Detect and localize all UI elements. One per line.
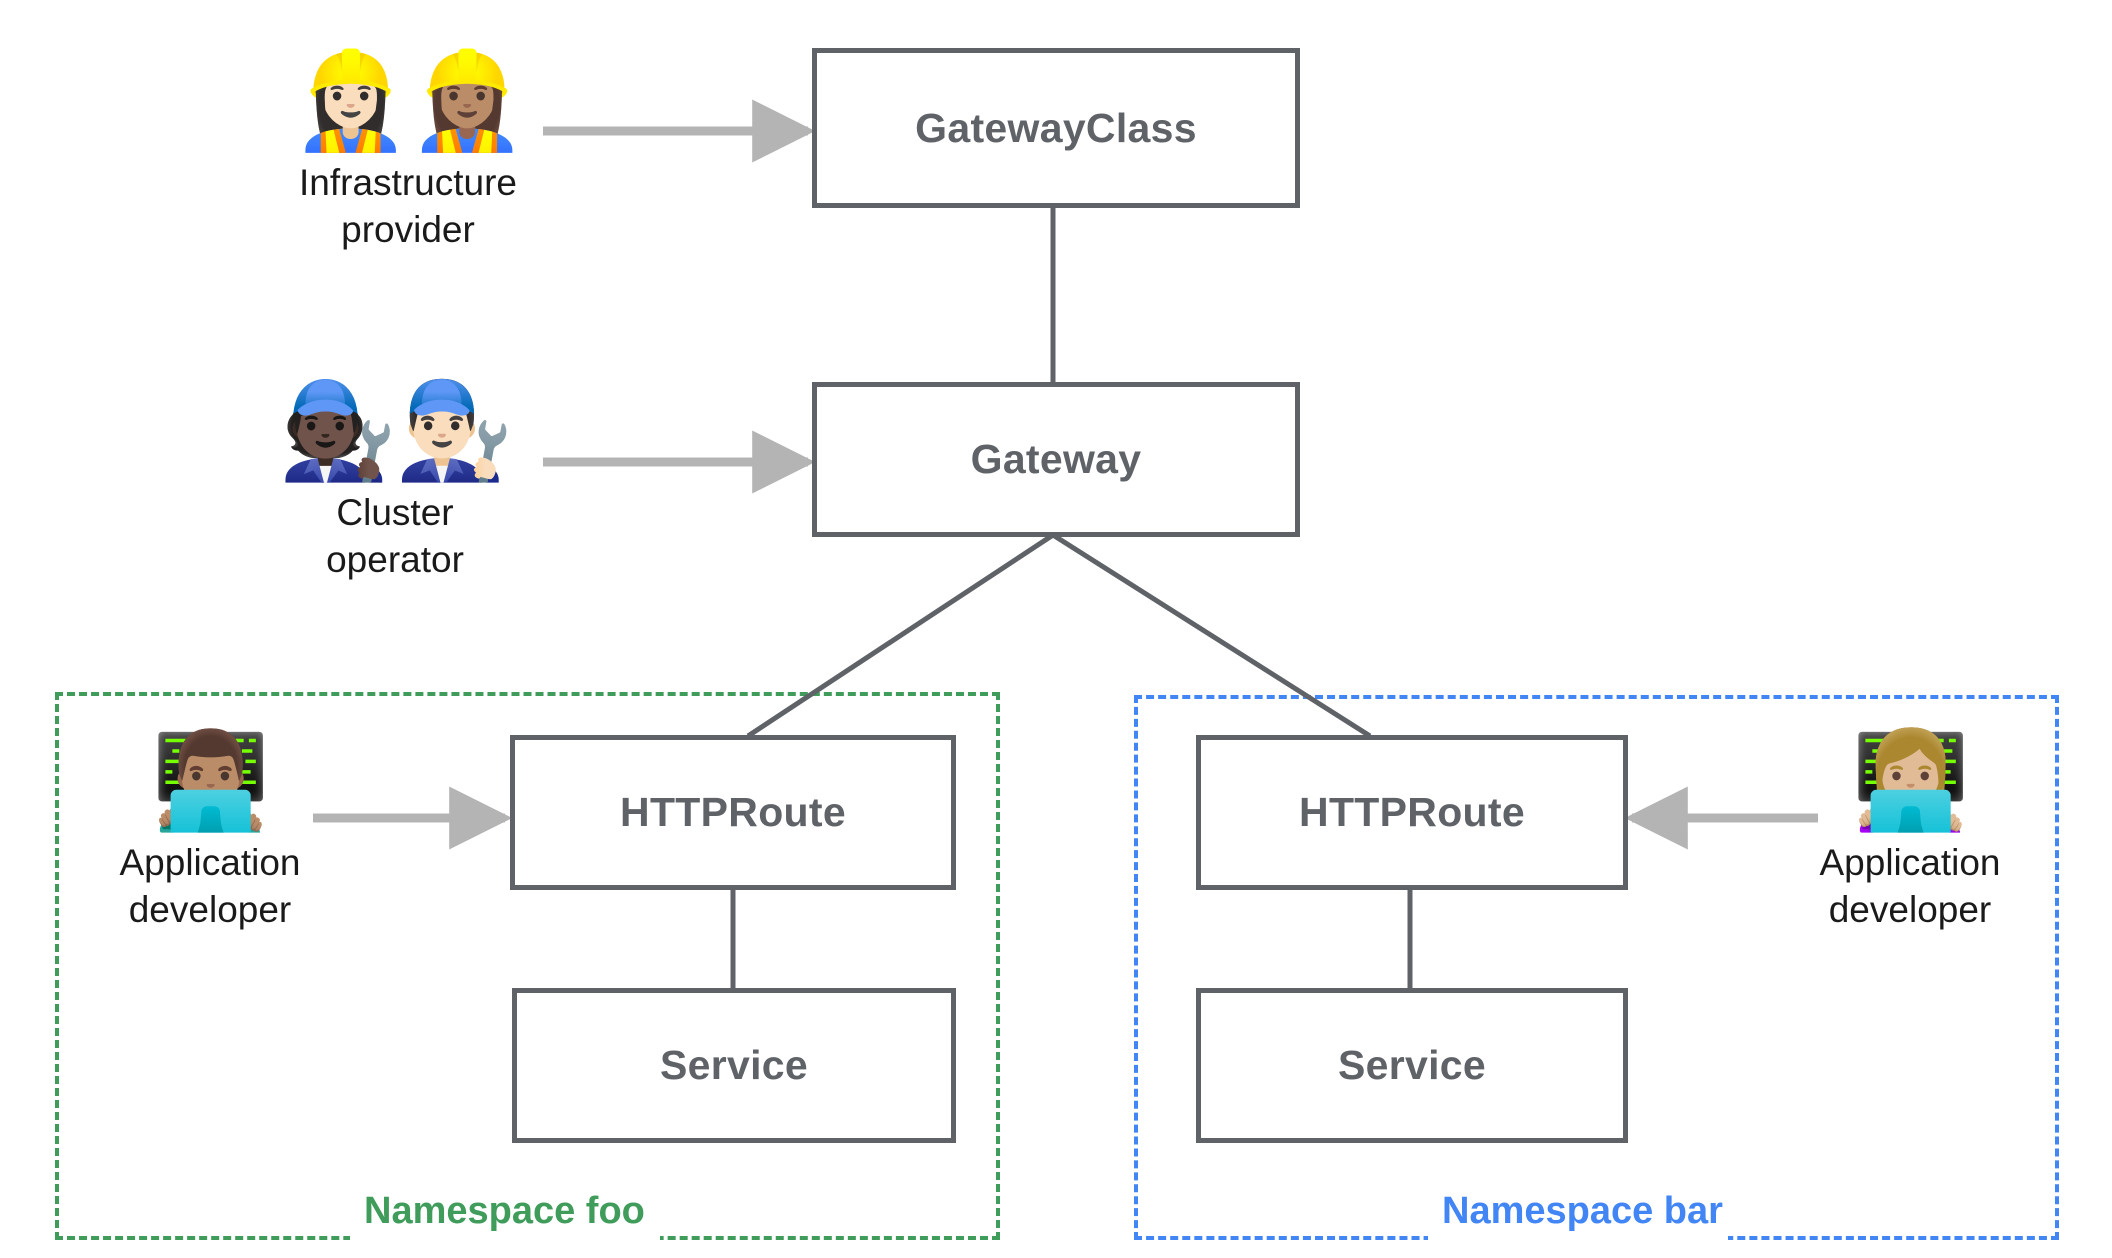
persona-label-application-developer-foo: Application developer — [119, 841, 301, 930]
namespace-foo-label-backdrop — [350, 1225, 660, 1255]
gatewayclass-label: GatewayClass — [915, 104, 1197, 151]
service-bar-label: Service — [1337, 1042, 1486, 1088]
resource-box-service-bar[interactable]: Service — [1196, 988, 1628, 1143]
namespace-foo-label: Namespace foo — [364, 1190, 645, 1232]
persona-infrastructure-provider: 👷🏻‍♀️👷🏽‍♀️ Infrastructure provider — [268, 50, 548, 253]
persona-application-developer-foo: 👨🏽‍💻 Application developer — [90, 730, 330, 933]
namespace-bar-label: Namespace bar — [1442, 1190, 1723, 1232]
persona-label-application-developer-bar: Application developer — [1819, 841, 2001, 930]
gateway-label: Gateway — [970, 436, 1142, 482]
resource-box-httproute-bar[interactable]: HTTPRoute — [1196, 735, 1628, 890]
persona-application-developer-bar: 👩🏼‍💻 Application developer — [1790, 730, 2030, 933]
woman-technologist-emoji: 👩🏼‍💻 — [1851, 726, 1970, 836]
namespace-bar-label-backdrop — [1428, 1225, 1728, 1255]
construction-worker-pair-emoji: 👷🏻‍♀️👷🏽‍♀️ — [291, 46, 527, 156]
persona-cluster-operator: 🧑🏿‍🔧👨🏻‍🔧 Cluster operator — [255, 380, 535, 583]
man-technologist-emoji: 👨🏽‍💻 — [151, 726, 270, 836]
resource-box-gateway[interactable]: Gateway — [812, 382, 1300, 537]
httproute-foo-label: HTTPRoute — [620, 789, 846, 835]
service-foo-label: Service — [659, 1042, 808, 1088]
resource-box-gatewayclass[interactable]: GatewayClass — [812, 48, 1300, 208]
resource-box-httproute-foo[interactable]: HTTPRoute — [510, 735, 956, 890]
mechanic-pair-emoji: 🧑🏿‍🔧👨🏻‍🔧 — [278, 376, 514, 486]
persona-label-infrastructure-provider: Infrastructure provider — [299, 161, 517, 250]
httproute-bar-label: HTTPRoute — [1299, 789, 1525, 835]
persona-label-cluster-operator: Cluster operator — [326, 491, 464, 580]
resource-box-service-foo[interactable]: Service — [512, 988, 956, 1143]
